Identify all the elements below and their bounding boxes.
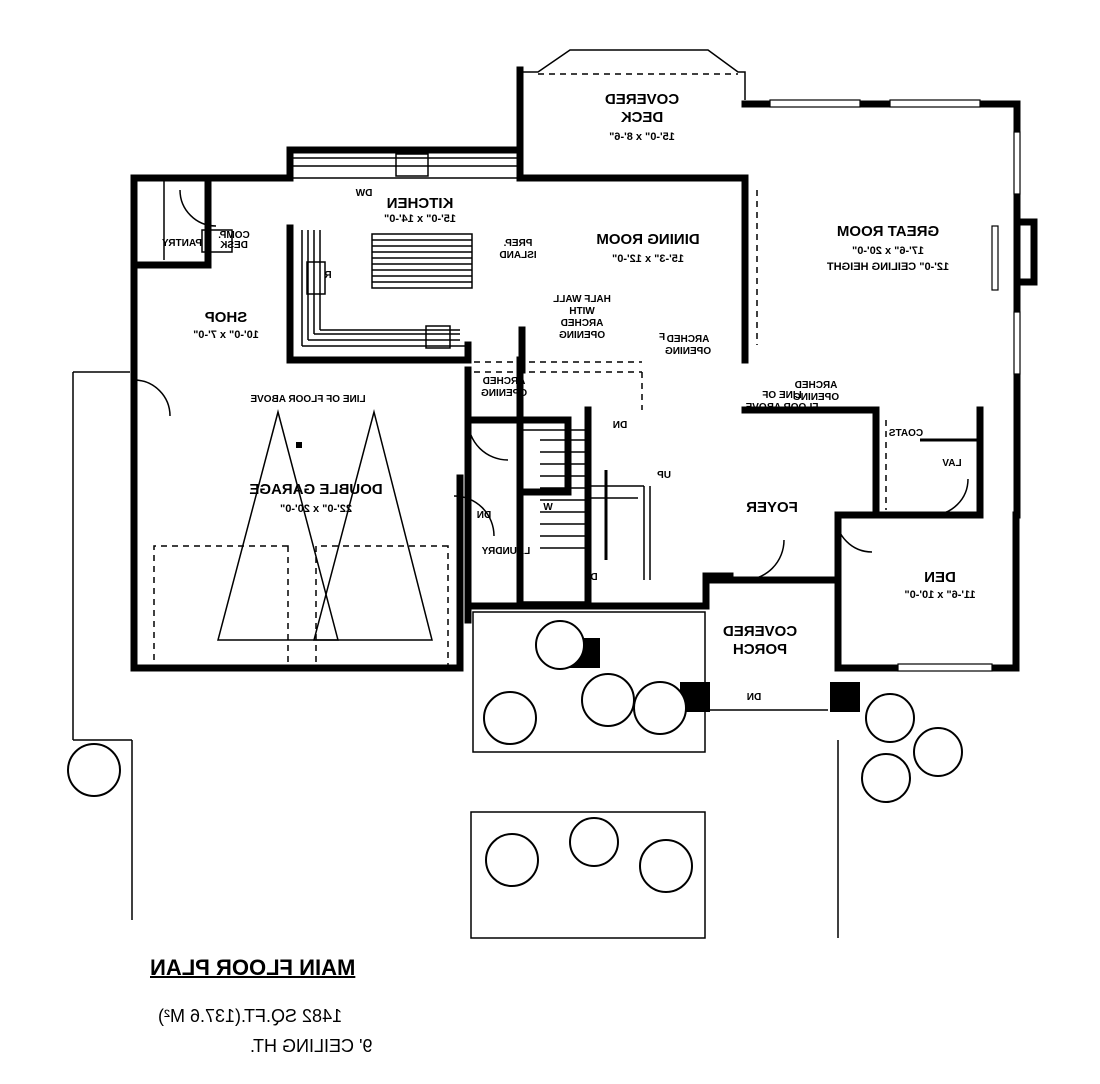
deck-outline [520,49,746,100]
desk [201,229,233,253]
stair-up-label: UP [657,470,671,481]
fireplace [1013,218,1038,286]
great-room-label: GREAT ROOM [837,223,939,240]
stairs [519,429,651,603]
dw-label: DW [355,188,372,199]
den-wall [741,406,1020,672]
shrubs [67,620,963,893]
wall [464,576,710,610]
kitchen-wall [286,224,472,364]
arched-opening-label-2: OPENING [665,346,711,357]
arched-opening-label-6: OPENING [793,392,839,403]
range-label: R [324,270,332,281]
kitchen-label: KITCHEN [387,195,454,212]
arched-opening-label-4: OPENING [481,388,527,399]
range [306,261,326,295]
great-room-dim: 17'-6" x 20'-0" [852,245,924,257]
window [897,663,993,672]
covered-deck-label-1: COVERED [605,91,679,108]
door-swing [133,379,171,417]
half-wall-label-1: HALF WALL [553,294,611,305]
labels: COVERED DECK 15'-0" x 8'-6" KITCHEN 15'-… [162,91,976,703]
counter [301,230,468,347]
washer-label: W [543,502,553,513]
sink-counter [289,149,521,179]
prep-label: PREP. [503,238,532,249]
garage-door-swing [315,545,449,669]
shop-dim: 10'-0" x 7'-0" [193,329,259,341]
door-swing [743,539,785,581]
garage-label: DOUBLE GARAGE [249,481,382,498]
den-label: DEN [924,569,956,586]
door-swing [453,495,495,537]
planter-bed [470,811,706,939]
foyer-label: FOYER [746,499,798,516]
garage-door-swing [153,545,289,669]
half-wall-label-2: WITH [569,306,595,317]
dining-room-dim: 15'-3" x 12'-0" [612,253,684,265]
kitchen-dim: 15'-0" x 14'-0" [384,213,456,225]
porch-post [830,682,860,712]
laundry-label: LAUNDRY [481,546,530,557]
north-wall [130,146,749,182]
covered-deck-dim: 15'-0" x 8'-6" [609,131,675,143]
stair-dn-label: DN [613,420,627,431]
arched-opening-label-1: ARCHED [667,334,710,345]
line-floor-above-label: LINE OF FLOOR ABOVE [250,394,366,405]
den-dim: 11'-6" x 10'-0" [904,589,975,601]
half-wall-label-4: OPENING [559,330,605,341]
floor-above-line [217,409,339,641]
door-swing [835,515,873,553]
fridge [425,325,451,349]
comp-label: COMP. [218,230,250,241]
arched-opening-label-3: ARCHED [483,376,526,387]
fireplace-hearth [991,225,999,291]
porch-dn-label: DN [747,692,761,703]
dining-room-label: DINING ROOM [596,231,699,248]
dn-label: DN [477,510,491,521]
door-swing [179,189,217,227]
covered-porch-label-2: PORCH [733,641,787,658]
window [1013,311,1021,375]
floor-drain [296,442,302,448]
prep-island [371,233,473,289]
half-wall-label-3: ARCHED [561,318,604,329]
window [769,99,861,108]
covered-porch-label-1: COVERED [723,623,797,640]
shop-label: SHOP [205,309,248,326]
coats-label: COATS [889,428,924,439]
garage-dim: 22'-0" x 20'-0" [280,503,352,515]
floor-above-line [313,409,433,641]
window [889,99,981,108]
door-swing [467,419,509,461]
great-room-note: 12'-0" CEILING HEIGHT [827,261,949,273]
door-swing [931,478,969,516]
lav-label: LAV [942,458,962,469]
island-label: ISLAND [499,250,536,261]
dryer-label: D [590,572,597,583]
window [1013,131,1021,195]
fridge-label: F [659,332,665,343]
great-room-wall [741,100,1021,414]
floor-above-label: FLOOR ABOVE [745,402,818,413]
covered-deck-label-2: DECK [621,109,664,126]
line-of-label: LINE OF [762,390,801,401]
desk-label: DESK [219,240,248,251]
arched-opening-label-5: ARCHED [795,380,838,391]
pantry-label: PANTRY [162,238,202,249]
